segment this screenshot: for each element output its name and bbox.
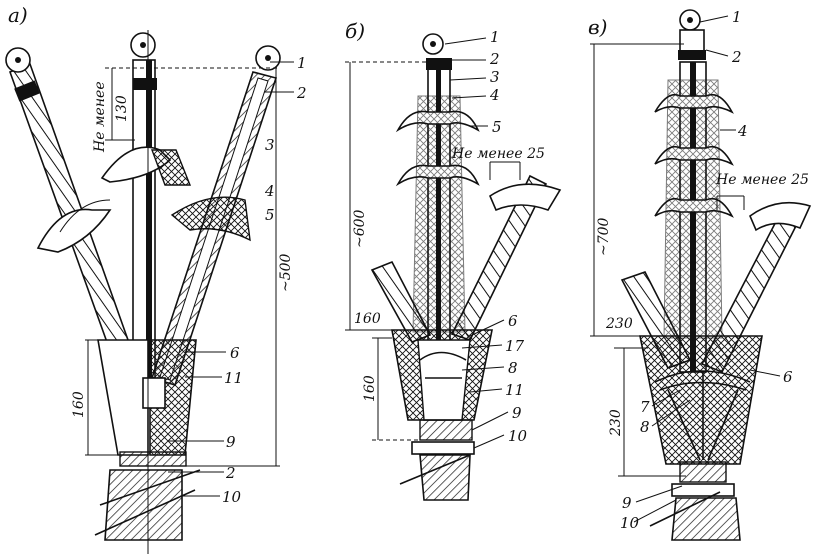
panel-b-dimensions <box>345 61 521 441</box>
panel-a-label: а) <box>8 3 28 27</box>
panel-b-glove <box>391 329 493 501</box>
a-part-5: 5 <box>265 206 275 224</box>
c-dim-height: ~700 <box>596 217 612 256</box>
c-part-10: 10 <box>620 514 640 532</box>
c-note: Не менее 25 <box>715 172 809 188</box>
panel-c-label: в) <box>588 15 607 39</box>
a-part-1: 1 <box>297 54 307 72</box>
panel-a-center-phase <box>100 32 192 381</box>
panel-a: а) <box>5 3 307 554</box>
c-part-8: 8 <box>640 418 650 436</box>
b-part-5: 5 <box>492 118 502 136</box>
c-dim-low: 230 <box>608 409 624 437</box>
panel-a-right-phase <box>150 45 281 386</box>
b-part-2: 2 <box>489 50 500 68</box>
b-part-10: 10 <box>508 427 528 445</box>
panel-c-dimensions <box>590 43 745 477</box>
panel-c-labels: 1 2 4 6 7 8 9 10 Не менее 25 230 ~700 23… <box>596 8 809 532</box>
b-note: Не менее 25 <box>451 146 545 162</box>
panel-c-insulator-column <box>654 9 734 373</box>
a-part-9: 9 <box>226 433 236 451</box>
a-part-10: 10 <box>222 488 242 506</box>
b-part-6: 6 <box>508 312 518 330</box>
a-part-2: 2 <box>296 84 307 102</box>
panel-b: б) <box>345 19 562 501</box>
c-part-6: 6 <box>783 368 793 386</box>
panel-b-label: б) <box>345 19 365 43</box>
c-part-4: 4 <box>737 122 748 140</box>
a-dim-mid: ~500 <box>278 253 294 292</box>
a-note: Не менее <box>92 81 108 153</box>
b-dim-height: ~600 <box>352 209 368 248</box>
b-part-17: 17 <box>505 337 525 355</box>
a-part-4: 4 <box>264 182 275 200</box>
panel-a-labels: 1 2 3 4 5 6 11 9 2 10 Не менее 130 ~500 … <box>71 54 307 506</box>
b-part-4: 4 <box>489 86 500 104</box>
b-part-9: 9 <box>512 404 522 422</box>
c-part-7: 7 <box>640 398 650 416</box>
c-part-9: 9 <box>622 494 632 512</box>
b-part-11: 11 <box>505 381 524 399</box>
panel-b-side-phases <box>370 174 562 343</box>
b-part-8: 8 <box>508 359 518 377</box>
b-dim-low: 160 <box>362 375 378 402</box>
a-part-6: 6 <box>230 344 240 362</box>
a-dim-top: 130 <box>114 95 130 122</box>
c-part-1: 1 <box>732 8 742 26</box>
b-part-1: 1 <box>490 28 500 46</box>
a-dim-low: 160 <box>71 391 87 418</box>
panel-b-labels: 1 2 3 4 5 6 17 8 11 9 10 Не менее 25 160… <box>352 28 545 449</box>
c-part-2: 2 <box>731 48 742 66</box>
panel-b-insulator-column <box>395 33 480 369</box>
b-dim-top: 160 <box>354 311 381 327</box>
panel-a-left-phase <box>5 47 130 346</box>
c-dim-top: 230 <box>605 316 633 332</box>
panel-a-dimensions <box>85 30 280 554</box>
panel-a-glove <box>94 339 201 541</box>
b-part-3: 3 <box>490 68 500 86</box>
a-part-3: 3 <box>265 136 275 154</box>
a-part-2b: 2 <box>225 464 236 482</box>
panel-c: в) <box>588 8 812 541</box>
a-part-11: 11 <box>224 369 243 387</box>
panel-c-glove <box>639 335 763 541</box>
